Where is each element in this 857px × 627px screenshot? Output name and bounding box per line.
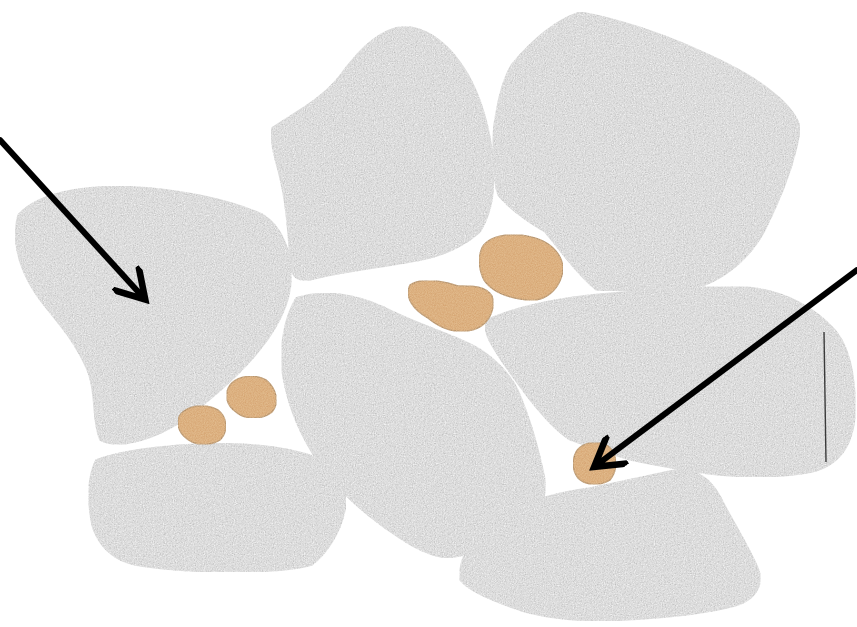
fine-particle-3 — [227, 376, 277, 418]
fine-particle-5 — [573, 443, 616, 485]
fine-particle-1 — [479, 235, 562, 300]
aggregate-bottom-left — [89, 443, 346, 572]
aggregate-top-center — [271, 27, 493, 280]
fine-particle-4 — [178, 406, 226, 444]
